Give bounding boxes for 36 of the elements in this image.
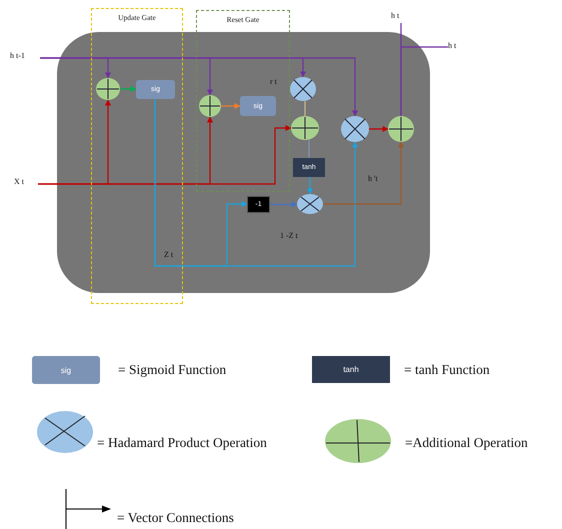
addition-operator (199, 95, 221, 117)
hadamard-operator (297, 194, 323, 214)
legend-text: = Hadamard Product Operation (97, 436, 267, 450)
addition-operator (291, 116, 319, 140)
arrow (369, 126, 388, 132)
signal-label: h t (391, 12, 411, 23)
signal-label: Z t (164, 251, 174, 259)
arrow (40, 57, 358, 116)
signal-label: r t (270, 78, 277, 86)
arrow (120, 86, 136, 92)
legend-text: = tanh Function (404, 363, 490, 376)
legend-text: = Vector Connections (117, 511, 234, 524)
connector-line (304, 101, 306, 116)
gate-region (196, 10, 290, 192)
hadamard-operator (290, 77, 316, 101)
signal-label: h 't (368, 175, 378, 183)
signal-label: h t (448, 42, 472, 53)
arrow (323, 142, 404, 205)
arrow (270, 202, 298, 208)
tanh-sample: tanh (312, 356, 390, 383)
connector-line (400, 46, 448, 116)
signal-label: 1 -Z t (280, 232, 298, 240)
sigmoid-sample: sig (32, 356, 100, 384)
arrow (307, 177, 313, 194)
addition-operator (96, 78, 120, 100)
signal-label: X t (14, 178, 38, 190)
arrow (154, 99, 248, 267)
hadamard-operator (341, 116, 369, 142)
legend-text: = Sigmoid Function (118, 363, 226, 376)
addition-operator (388, 116, 414, 142)
legend-text: =Additional Operation (405, 436, 528, 450)
arrow (221, 103, 240, 109)
gate-region (91, 8, 183, 304)
connector-line (308, 140, 310, 158)
arrow (38, 125, 292, 185)
signal-label: h t-1 (10, 52, 40, 63)
